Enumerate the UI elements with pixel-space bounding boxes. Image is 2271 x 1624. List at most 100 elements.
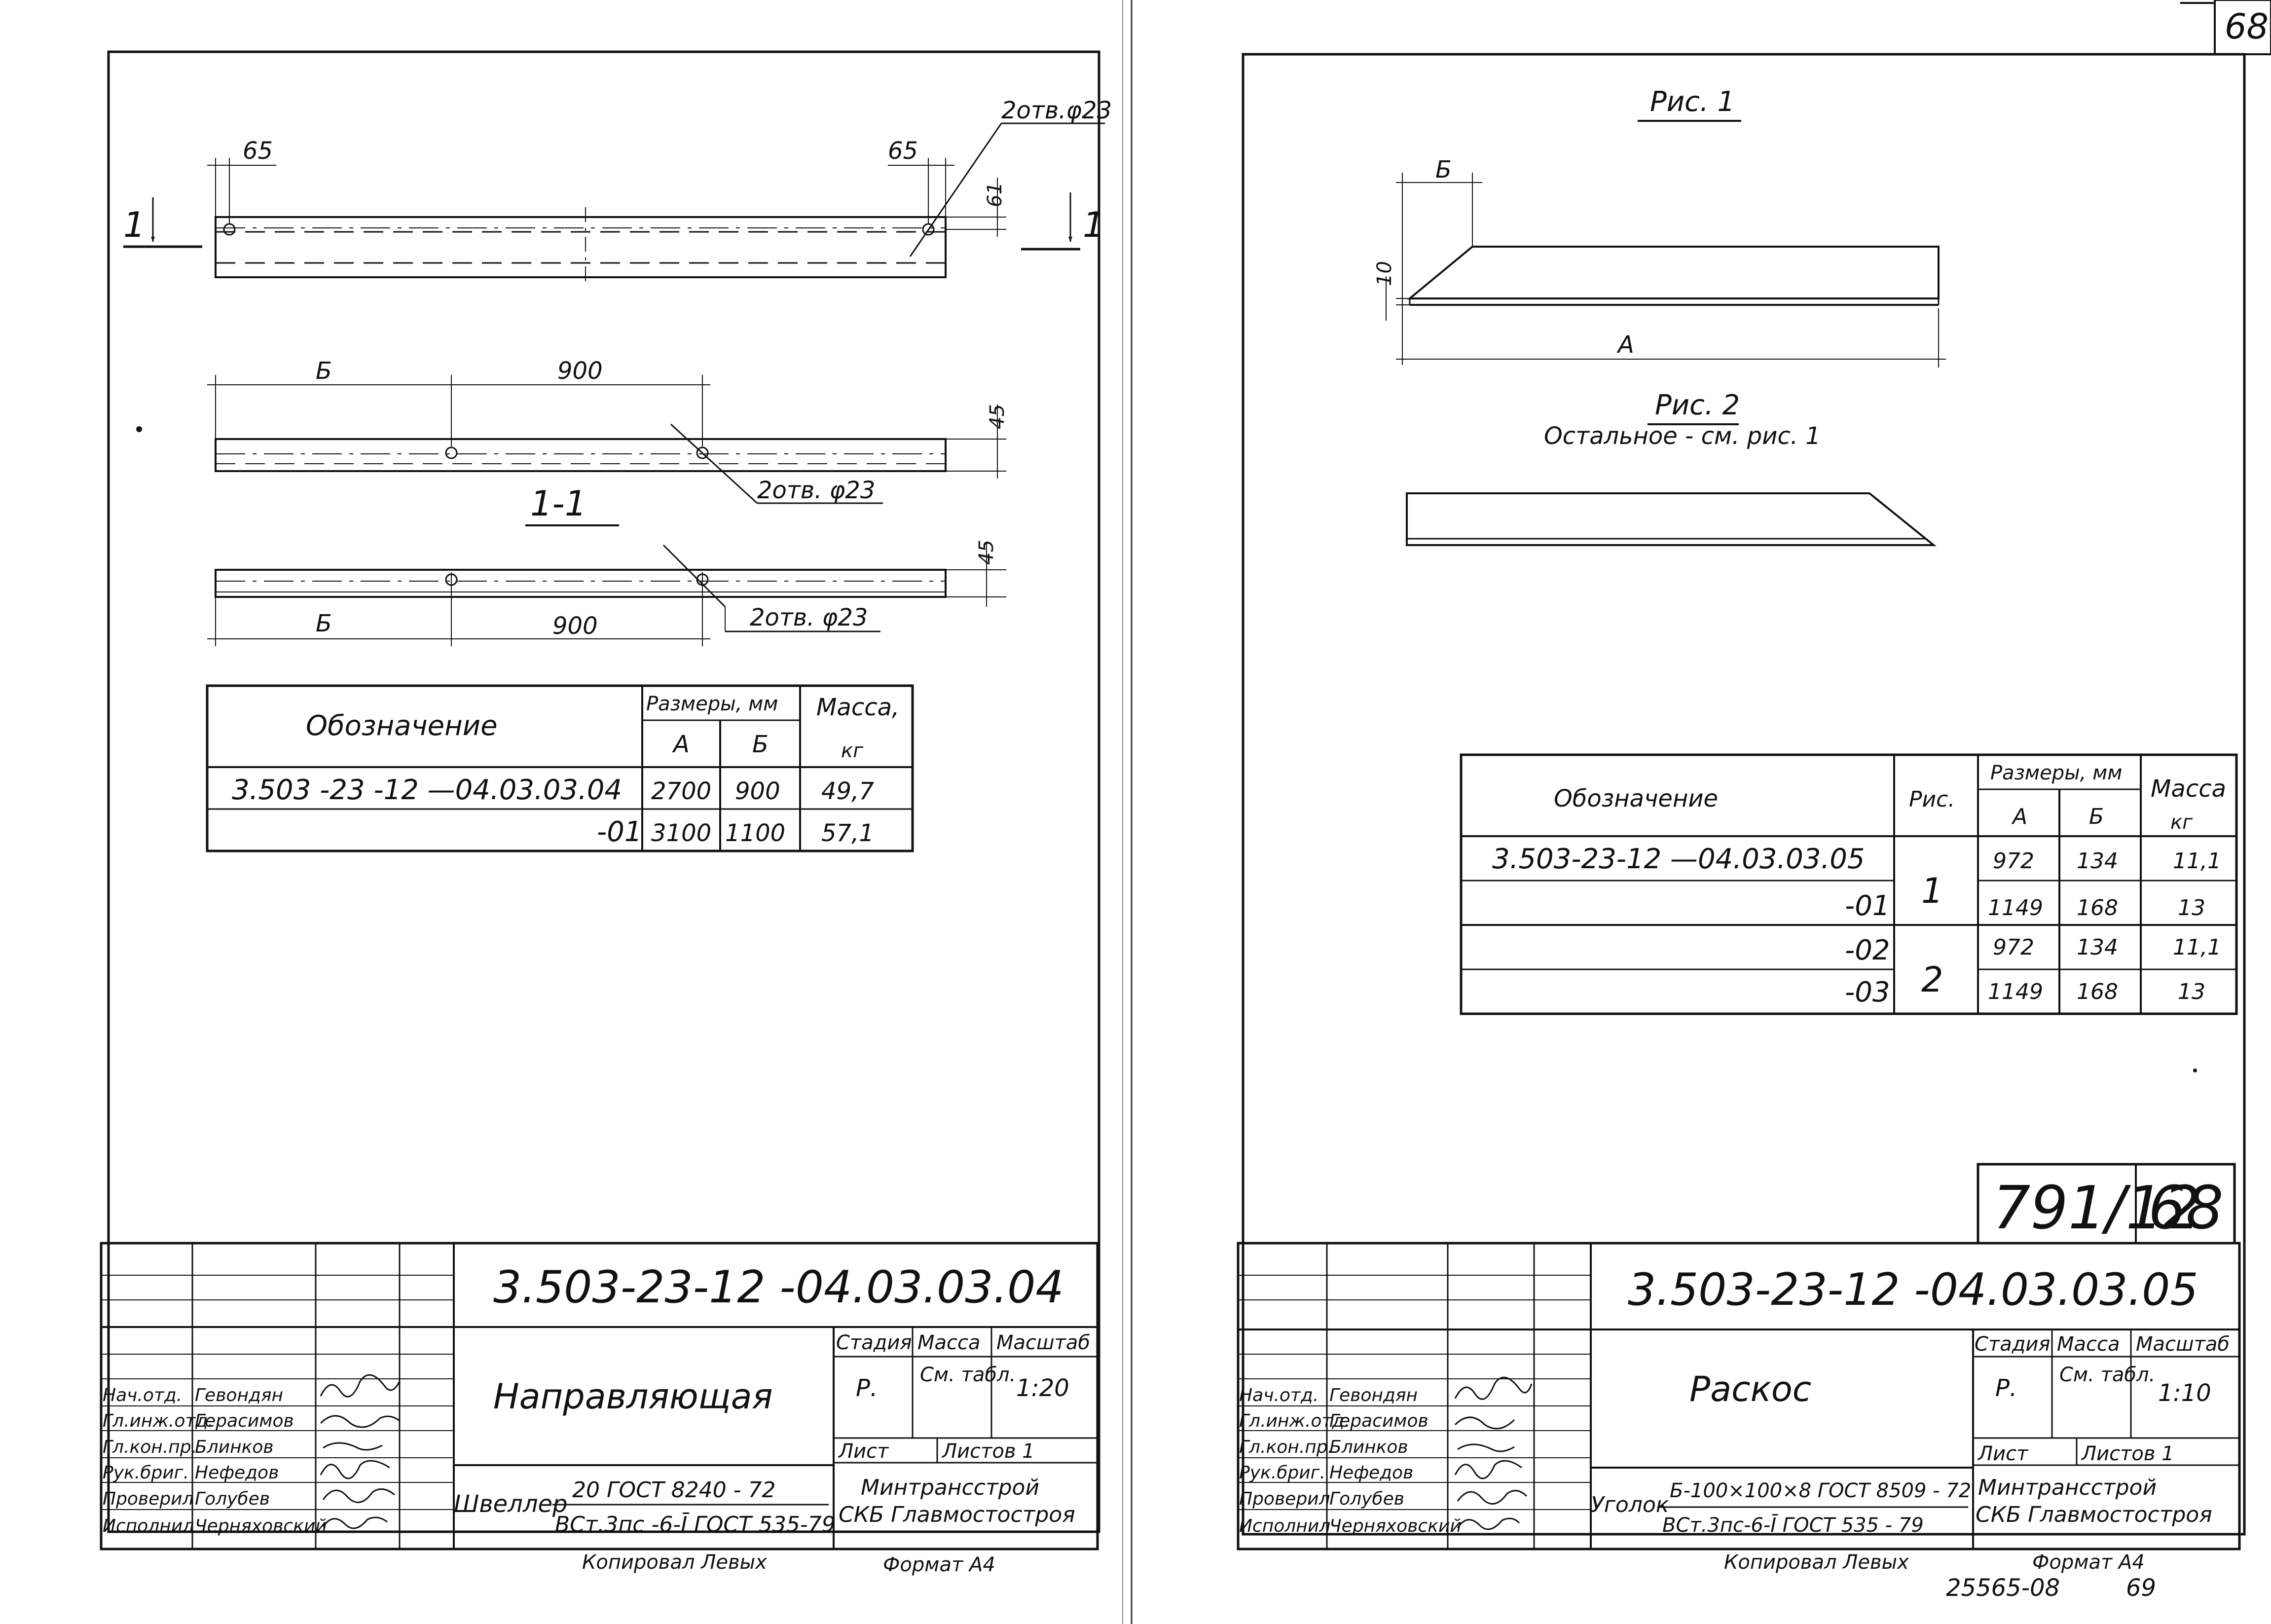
row-a: 972 — [1993, 935, 2034, 960]
section-mark-left: 1 — [123, 205, 146, 245]
role-label: Рук.бриг. — [103, 1463, 189, 1483]
dim-900-top: 900 — [557, 357, 603, 385]
scale-label: Масштаб — [2136, 1333, 2230, 1356]
org-line2: СКБ Главмостостроя — [1976, 1502, 2212, 1527]
row-designation: -01 — [597, 816, 642, 848]
stray-dot — [136, 426, 142, 432]
role-label: Гл.инж.отд. — [1239, 1411, 1350, 1431]
row-b: 168 — [2077, 979, 2118, 1004]
col-mass: Масса, — [816, 694, 899, 721]
col-dims: Размеры, мм — [646, 693, 778, 715]
col-b: Б — [752, 731, 769, 758]
right-spec-table: Обозначение Рис. Размеры, мм А Б Масса к… — [1460, 753, 2238, 1015]
material-line2: ВСт.3пс -6-Ī ГОСТ 535-79 — [555, 1512, 836, 1537]
row-a: 2700 — [651, 777, 711, 805]
stage-value: Р. — [856, 1374, 878, 1402]
role-name: Голубев — [1329, 1489, 1404, 1509]
row-b: 134 — [2077, 849, 2118, 874]
role-label: Гл.кон.пр. — [103, 1437, 197, 1457]
row-a: 1149 — [1988, 979, 2043, 1004]
col-mass-unit: кг — [841, 739, 864, 762]
role-name: Черняховский — [1329, 1516, 1462, 1536]
mass-label: Масса — [2057, 1333, 2120, 1356]
col-a: А — [2011, 804, 2027, 829]
row-mass: 13 — [2178, 979, 2205, 1004]
title-block-name: Направляющая — [493, 1376, 773, 1417]
role-label: Проверил — [1239, 1489, 1330, 1509]
row-b: 900 — [735, 777, 780, 805]
material-line1: 20 ГОСТ 8240 - 72 — [572, 1477, 776, 1503]
role-name: Черняховский — [195, 1516, 327, 1536]
copied-by: Копировал Левых — [582, 1551, 767, 1574]
album-stamp: 791/12 68 — [1977, 1163, 2236, 1245]
row-designation: -01 — [1845, 890, 1890, 922]
left-spec-table: Обозначение Размеры, мм А Б Масса, кг 3.… — [206, 684, 914, 852]
role-label: Гл.инж.отд. — [103, 1411, 214, 1431]
org-line2: СКБ Главмостостроя — [839, 1502, 1075, 1527]
col-mass-unit: кг — [2170, 811, 2193, 834]
format-label: Формат А4 — [2032, 1551, 2145, 1574]
dim-900-bottom: 900 — [552, 612, 598, 640]
scale-value: 1:20 — [1016, 1374, 1069, 1402]
fig2-title: Рис. 2 — [1655, 389, 1740, 421]
fig1-dim-a: А — [1616, 331, 1634, 359]
signatures — [1454, 1376, 1533, 1530]
role-label: Проверил — [103, 1489, 194, 1509]
row-a: 3100 — [651, 819, 711, 847]
left-title-block: 3.503-23-12 -04.03.03.04 Направляющая Ст… — [100, 1242, 1099, 1576]
row-designation: 3.503-23-12 —04.03.03.05 — [1492, 843, 1865, 875]
row-mass: 11,1 — [2173, 935, 2221, 960]
dim-65-right: 65 — [888, 137, 918, 165]
material-label: Уголок — [1591, 1492, 1669, 1517]
left-top-view: 65 65 61 2отв.φ23 1 1 — [123, 97, 1112, 286]
col-a: А — [672, 731, 690, 758]
fig-value: 2 — [1921, 960, 1943, 1000]
signatures — [320, 1374, 401, 1529]
stray-dot — [2193, 1069, 2197, 1072]
col-mass: Масса — [2151, 775, 2226, 803]
role-name: Нефедов — [195, 1463, 279, 1483]
role-label: Исполнил — [1239, 1516, 1330, 1536]
col-dims: Размеры, мм — [1990, 762, 2122, 784]
dim-b-top: Б — [316, 357, 332, 385]
holes-note-bottom: 2отв. φ23 — [750, 604, 868, 631]
title-block-name: Раскос — [1689, 1369, 1811, 1409]
sheet-number-top: 68 — [2214, 0, 2271, 55]
extra-page: 69 — [2126, 1574, 2156, 1602]
format-label: Формат А4 — [883, 1553, 995, 1576]
title-block-code: 3.503-23-12 -04.03.03.05 — [1628, 1264, 2198, 1316]
org-line1: Минтрансстрой — [861, 1475, 1039, 1500]
col-fig: Рис. — [1909, 787, 1955, 812]
sheet-label: Лист — [838, 1440, 889, 1463]
album-page: 68 — [2148, 1174, 2224, 1243]
col-designation: Обозначение — [306, 710, 498, 742]
dim-61: 61 — [984, 182, 1006, 207]
fig2: Рис. 2 Остальное - см. рис. 1 — [1406, 389, 1937, 546]
mass-label: Масса — [917, 1331, 981, 1354]
sheets-label: Листов 1 — [941, 1440, 1035, 1463]
left-sheet-frame — [107, 50, 1100, 1533]
svg-text:68: 68 — [2225, 6, 2269, 47]
section-mark-right: 1 — [1083, 205, 1105, 245]
role-label: Гл.кон.пр. — [1239, 1437, 1333, 1457]
fig1-dim-b: Б — [1435, 156, 1452, 184]
role-label: Нач.отд. — [1239, 1385, 1319, 1405]
row-mass: 57,1 — [821, 819, 874, 847]
extra-number: 25565-08 — [1946, 1574, 2060, 1602]
row-designation: -03 — [1845, 976, 1890, 1008]
left-section-view: Б 900 45 2отв. φ23 — [207, 540, 1006, 646]
dim-45-mid: 45 — [986, 404, 1009, 429]
dim-b-bottom: Б — [316, 610, 332, 637]
row-mass: 13 — [2178, 895, 2205, 921]
title-block-code: 3.503-23-12 -04.03.03.04 — [493, 1261, 1064, 1313]
right-sheet: Рис. 1 Б 10 А Рис. 2 Остальное - см. рис… — [1237, 53, 2246, 1602]
stage-label: Стадия — [1975, 1333, 2050, 1356]
material-line1: Б-100×100×8 ГОСТ 8509 - 72 — [1670, 1479, 1971, 1502]
dim-45-bottom: 45 — [975, 540, 998, 565]
right-sheet-frame — [1242, 53, 2246, 1536]
right-title-block: 3.503-23-12 -04.03.03.05 Раскос Стадия М… — [1237, 1242, 2241, 1602]
role-name: Нефедов — [1329, 1463, 1413, 1483]
stage-value: Р. — [1995, 1374, 2017, 1402]
dim-65-left: 65 — [243, 137, 273, 165]
